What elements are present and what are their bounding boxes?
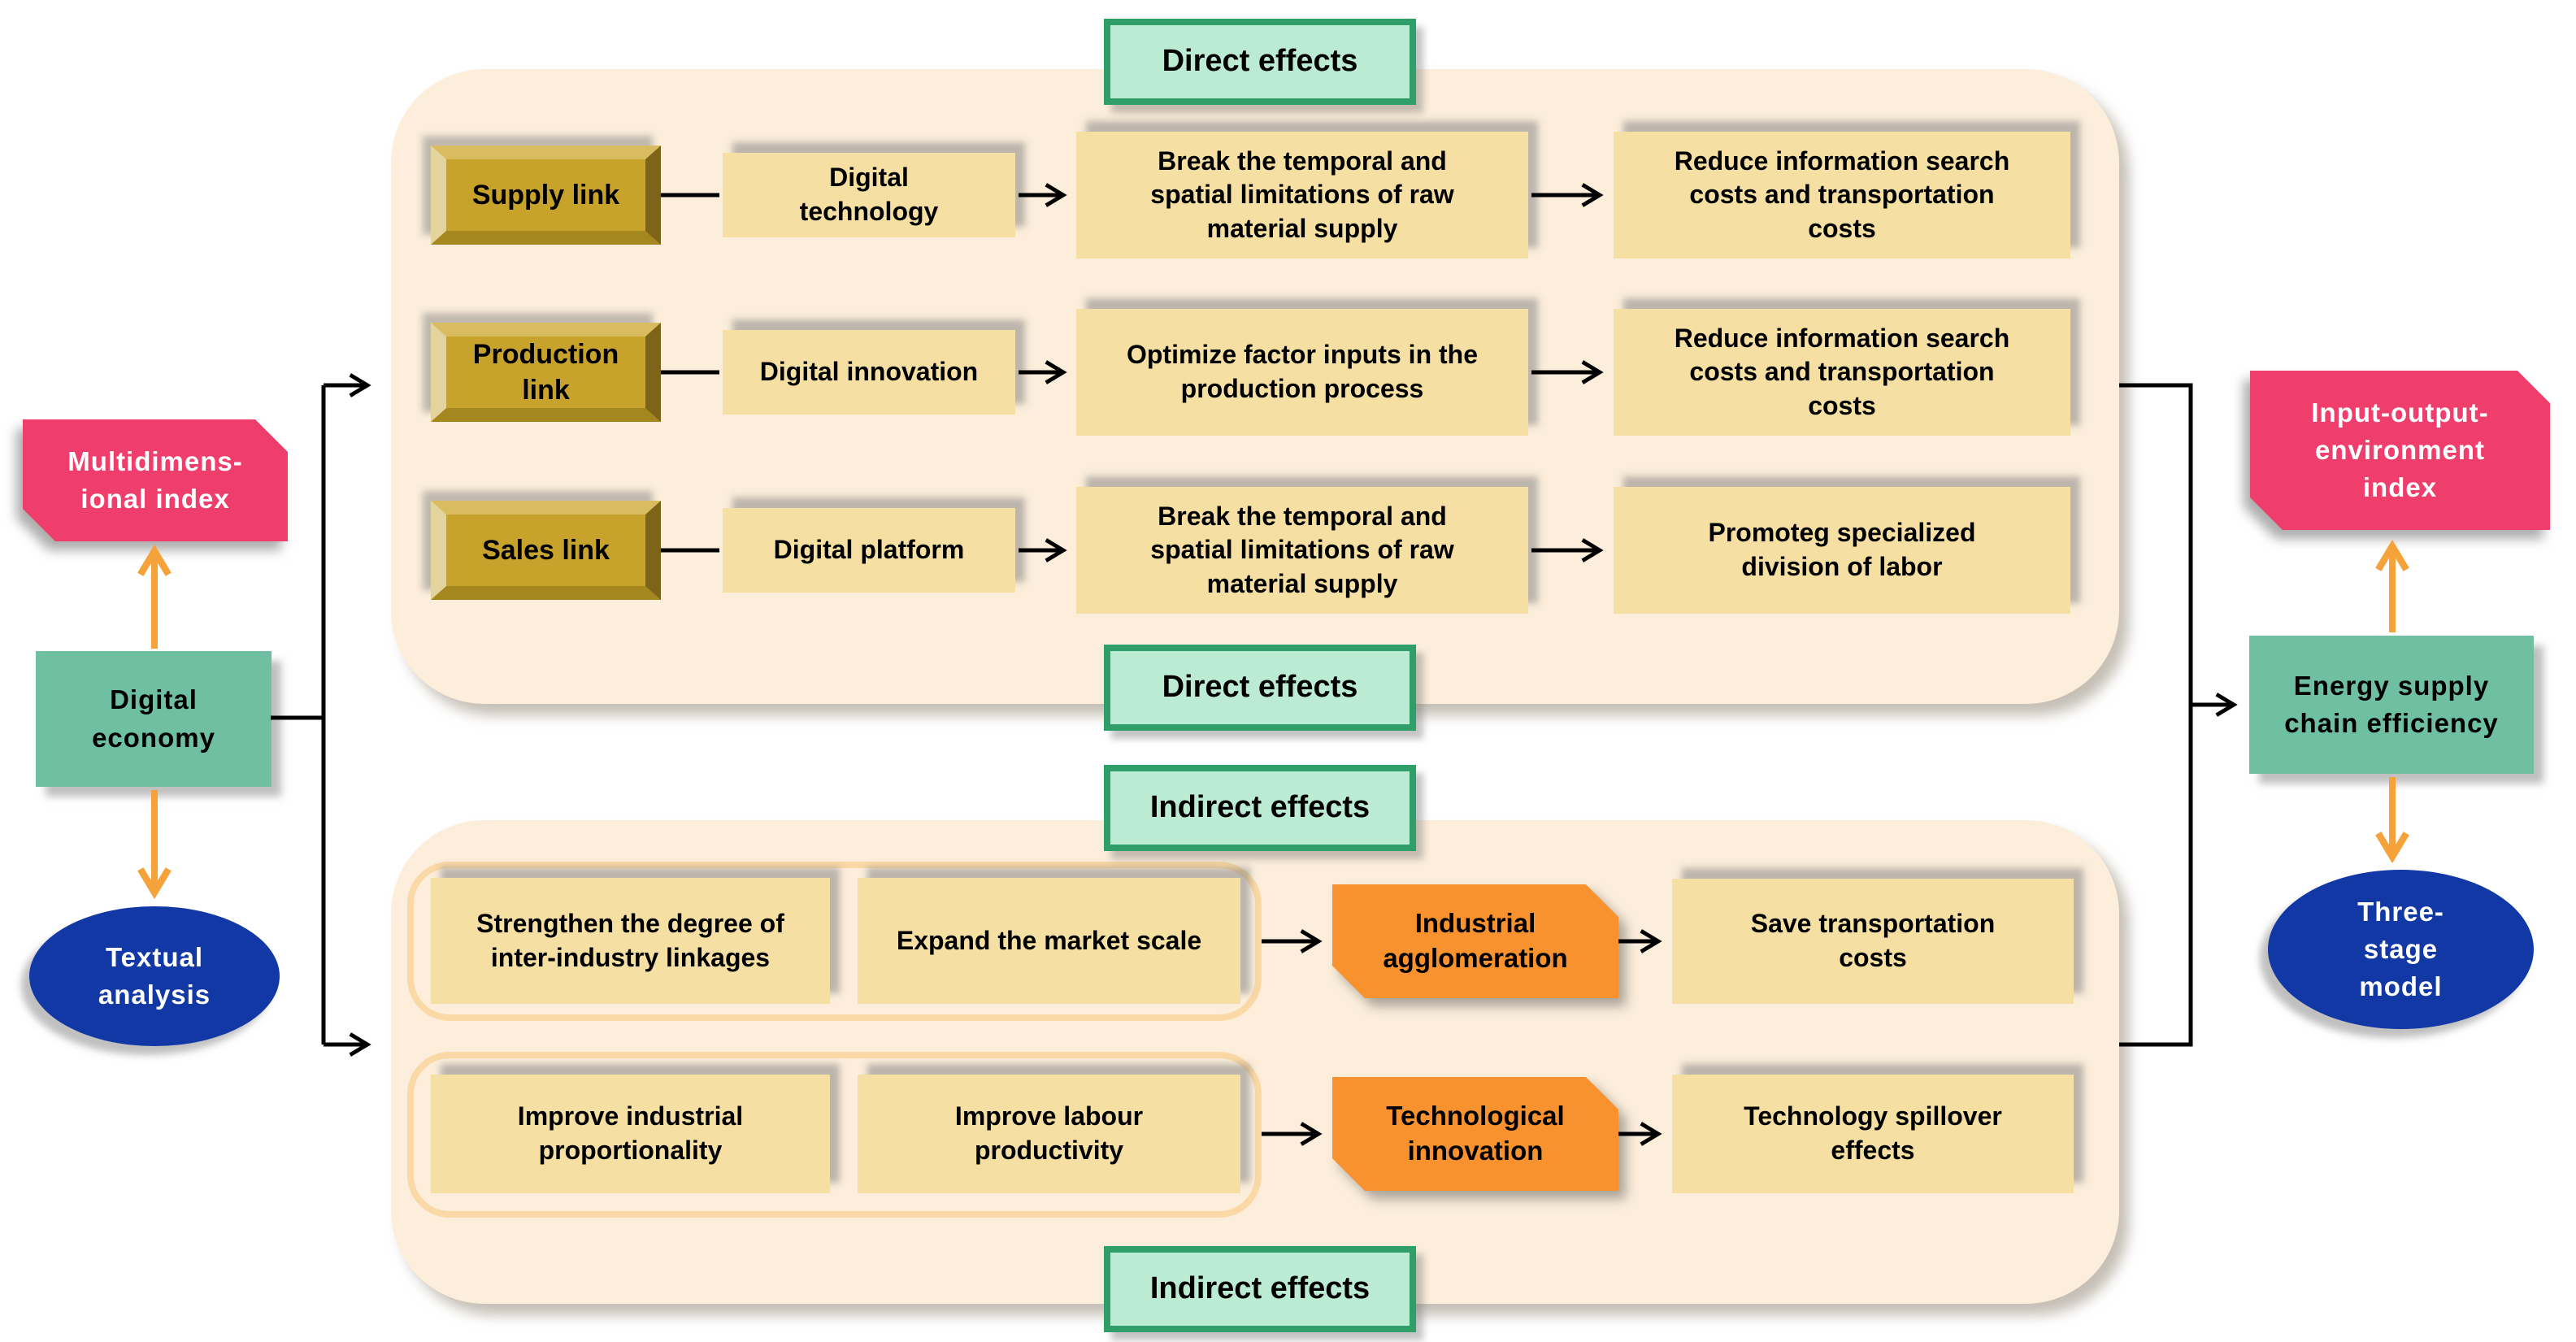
- direct-mechanism-node-3: Break the temporal and spatial limitatio…: [1076, 487, 1528, 614]
- direct-mechanism-node-2: Optimize factor inputs in the production…: [1076, 309, 1528, 436]
- indirect-cause-node-1b: Expand the market scale: [858, 878, 1240, 1004]
- textual-analysis-node: Textual analysis: [29, 906, 280, 1046]
- industrial-agglomeration-label: Industrial agglomeration: [1332, 884, 1618, 998]
- label-direct-effects-bottom: Direct effects: [1104, 645, 1416, 731]
- indirect-cause-node-1a: Strengthen the degree of inter-industry …: [431, 878, 830, 1004]
- digital-economy-node: Digital economy: [36, 651, 272, 787]
- three-stage-model-node: Three- stage model: [2268, 870, 2534, 1029]
- production-link-node: Production link: [431, 323, 661, 422]
- direct-outcome-node-3: Promoteg specialized division of labor: [1614, 487, 2070, 614]
- technological-innovation-node: Technological innovation: [1332, 1077, 1618, 1191]
- indirect-subgroup-2: [407, 1052, 1262, 1218]
- indirect-cause-node-2b: Improve labour productivity: [858, 1075, 1240, 1193]
- sales-link-node: Sales link: [431, 501, 661, 600]
- direct-mechanism-node-1: Break the temporal and spatial limitatio…: [1076, 132, 1528, 258]
- digital-technology-node: Digital technology: [723, 153, 1015, 237]
- label-indirect-effects-bottom: Indirect effects: [1104, 1246, 1416, 1332]
- connector-right-junction: [2119, 383, 2193, 1047]
- technological-innovation-label: Technological innovation: [1332, 1077, 1618, 1191]
- label-direct-effects-top: Direct effects: [1104, 19, 1416, 105]
- energy-supply-chain-efficiency-node: Energy supply chain efficiency: [2249, 636, 2534, 774]
- digital-innovation-node: Digital innovation: [723, 330, 1015, 415]
- direct-outcome-node-1: Reduce information search costs and tran…: [1614, 132, 2070, 258]
- input-output-environment-index-node: Input-output- environment index: [2250, 371, 2550, 530]
- multidimensional-index-node: Multidimens- ional index: [23, 419, 288, 541]
- indirect-cause-node-2a: Improve industrial proportionality: [431, 1075, 830, 1193]
- label-indirect-effects-top: Indirect effects: [1104, 765, 1416, 851]
- multidimensional-index-label: Multidimens- ional index: [23, 419, 288, 541]
- direct-outcome-node-2: Reduce information search costs and tran…: [1614, 309, 2070, 436]
- industrial-agglomeration-node: Industrial agglomeration: [1332, 884, 1618, 998]
- input-output-environment-index-label: Input-output- environment index: [2250, 371, 2550, 530]
- digital-platform-node: Digital platform: [723, 508, 1015, 593]
- indirect-outcome-node-1: Save transportation costs: [1672, 879, 2074, 1004]
- supply-link-node: Supply link: [431, 145, 661, 245]
- indirect-subgroup-1: [407, 862, 1262, 1021]
- indirect-outcome-node-2: Technology spillover effects: [1672, 1075, 2074, 1193]
